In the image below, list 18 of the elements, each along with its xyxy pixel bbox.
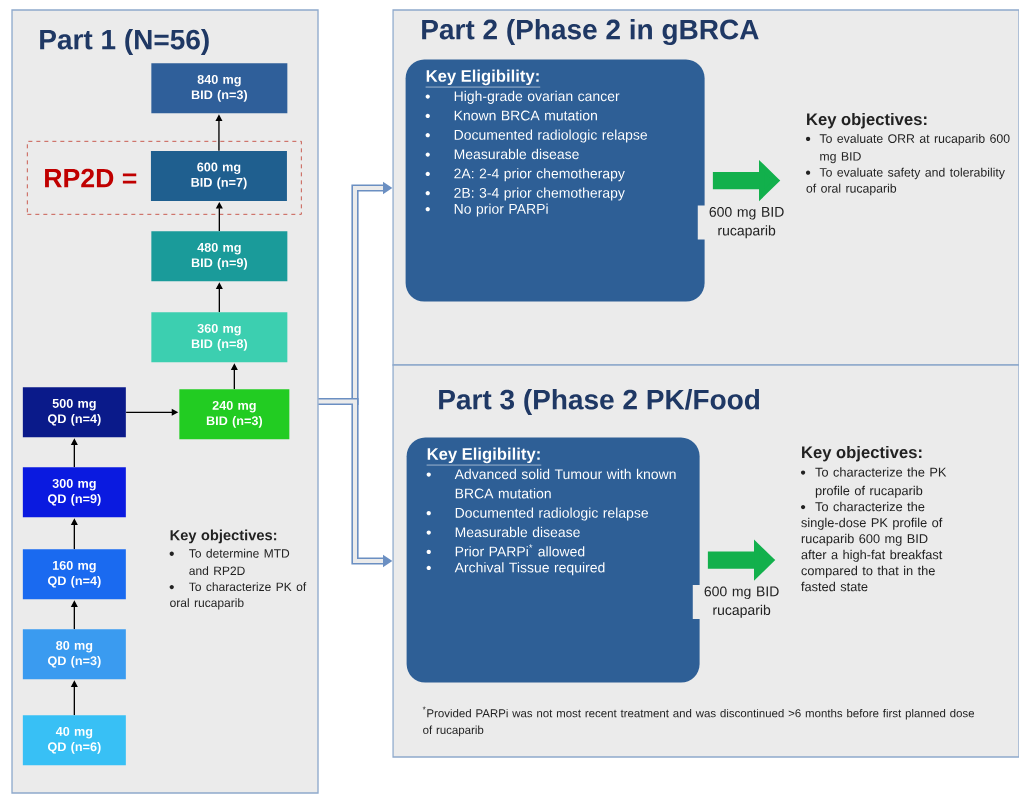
eligibility-box: Key Eligibility: High-grade ovarian cancer Known BRCA mutation Documented radiologic relapse Measurable disease 2A: 2-4 prior chemotherapy 2B: 3-4 prior chemotherapy No prior PARPi: [405, 59, 705, 302]
dose-box: 160 mg QD (n=4): [22, 549, 126, 600]
dose-box: 500 mg QD (n=4): [22, 387, 126, 438]
dose-box: 80 mg QD (n=3): [22, 629, 126, 680]
dose-box: 840 mg BID (n=3): [151, 63, 288, 114]
dose-box: 240 mg BID (n=3): [179, 389, 290, 440]
eligibility-box: Key Eligibility: Advanced solid Tumour with known BRCA mutation Documented radiologic relapse Measurable disease Prior PARPi$^{*}$ allowed Archival Tissue required: [406, 437, 700, 683]
objectives-text: Key objectives: To characterize the PK profile of rucaparib To characterize the single-dose PK profile of rucaparib 600 mg BID after a high-fat breakfast compared to that in the fasted state: [800, 445, 947, 592]
dose-box: 600 mg BID (n=7): [150, 150, 287, 201]
edge-label: 600 mg BID rucaparib: [697, 205, 796, 240]
footnote: $^{*}$Provided PARPi was not most recent treatment and was discontinued >6 months before first planned dose of rucaparib: [422, 706, 975, 737]
objectives-text: Key objectives: To determine MTD and RP2D To characterize PK of oral rucaparib: [169, 529, 307, 610]
objectives-text: Key objectives: To evaluate ORR at rucaparib 600 mg BID To evaluate safety and tolerability of oral rucaparib: [805, 112, 1010, 196]
dose-box: 40 mg QD (n=6): [22, 715, 126, 766]
edge-label: 600 mg BID rucaparib: [692, 585, 791, 620]
dose-box: 300 mg QD (n=9): [22, 467, 126, 518]
dose-box: 480 mg BID (n=9): [151, 231, 288, 282]
dose-box: 360 mg BID (n=8): [151, 312, 288, 363]
